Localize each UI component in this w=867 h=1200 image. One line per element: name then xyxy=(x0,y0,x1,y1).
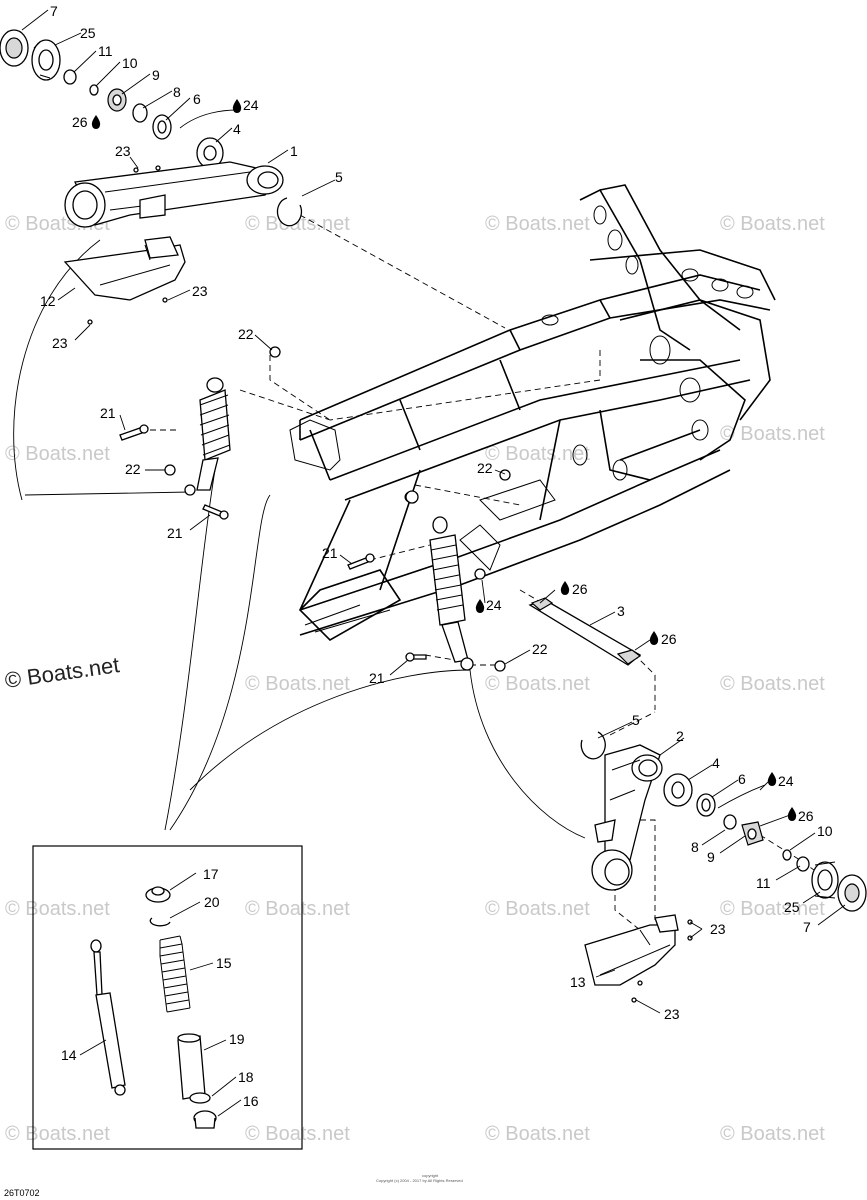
drop-icon xyxy=(91,115,101,129)
callout-10: 10 xyxy=(122,55,138,71)
lubricant-drop-icons xyxy=(91,99,797,821)
callout-11: 11 xyxy=(98,43,113,59)
watermark: © Boats.net xyxy=(245,898,350,920)
watermark: © Boats.net xyxy=(485,0,590,5)
callout-21: 21 xyxy=(100,405,116,421)
callout-22: 22 xyxy=(532,641,548,657)
callout-20: 20 xyxy=(204,894,220,910)
drop-icon xyxy=(475,599,485,613)
drop-icon xyxy=(560,581,570,595)
callout-22: 22 xyxy=(238,326,254,342)
footer-copyright: Copyright (c) 2004 - 2017 by All Rights … xyxy=(376,1178,463,1183)
callout-25: 25 xyxy=(784,899,800,915)
watermark: © Boats.net xyxy=(5,443,110,465)
watermarks: © Boats.net © Boats.net © Boats.net © Bo… xyxy=(3,0,825,1145)
callout-13: 13 xyxy=(570,974,586,990)
callout-14: 14 xyxy=(61,1047,77,1063)
watermark: © Boats.net xyxy=(245,673,350,695)
watermark: © Boats.net xyxy=(485,1123,590,1145)
callout-labels: 7 25 11 10 9 8 6 24 26 4 1 23 5 12 23 23… xyxy=(40,3,833,1109)
watermark: © Boats.net xyxy=(485,443,590,465)
watermark: © Boats.net xyxy=(485,898,590,920)
watermark: © Boats.net xyxy=(245,0,350,5)
drop-icon xyxy=(649,631,659,645)
watermark: © Boats.net xyxy=(485,673,590,695)
callout-23: 23 xyxy=(192,283,208,299)
callout-6: 6 xyxy=(738,771,746,787)
callout-22: 22 xyxy=(125,461,141,477)
callout-8: 8 xyxy=(173,84,181,100)
vehicle-frame xyxy=(289,184,776,641)
drop-icon xyxy=(767,772,777,786)
callout-4: 4 xyxy=(712,755,720,771)
footer: 26T0702 copyright Copyright (c) 2004 - 2… xyxy=(4,1173,463,1198)
callout-leaders xyxy=(21,9,846,1117)
callout-24: 24 xyxy=(486,597,502,613)
callout-16: 16 xyxy=(243,1093,259,1109)
left-swing-arm-assembly xyxy=(0,29,303,325)
callout-11: 11 xyxy=(756,875,771,891)
watermark: © Boats.net xyxy=(720,213,825,235)
callout-7: 7 xyxy=(803,919,811,935)
watermark: © Boats.net xyxy=(720,898,825,920)
shock-detail-inset xyxy=(32,845,303,1150)
pivot-shaft xyxy=(528,597,642,666)
callout-7: 7 xyxy=(50,3,58,19)
callout-3: 3 xyxy=(617,603,625,619)
callout-26: 26 xyxy=(572,581,588,597)
callout-26: 26 xyxy=(72,114,88,130)
callout-9: 9 xyxy=(707,849,715,865)
callout-23: 23 xyxy=(710,921,726,937)
callout-21: 21 xyxy=(322,545,338,561)
assembly-lines xyxy=(13,214,836,931)
watermark: © Boats.net xyxy=(720,423,825,445)
callout-18: 18 xyxy=(238,1069,254,1085)
callout-17: 17 xyxy=(203,866,219,882)
drop-icon xyxy=(787,807,797,821)
callout-9: 9 xyxy=(152,67,160,83)
callout-26: 26 xyxy=(661,631,677,647)
callout-19: 19 xyxy=(229,1031,245,1047)
callout-21: 21 xyxy=(167,525,183,541)
callout-8: 8 xyxy=(691,839,699,855)
callout-24: 24 xyxy=(778,773,794,789)
watermark-main: © Boats.net xyxy=(3,652,121,693)
callout-23: 23 xyxy=(52,335,68,351)
watermark: © Boats.net xyxy=(5,898,110,920)
watermark: © Boats.net xyxy=(485,213,590,235)
shock-absorbers xyxy=(119,346,511,672)
callout-24: 24 xyxy=(243,97,259,113)
callout-5: 5 xyxy=(632,712,640,728)
footer-note: copyright xyxy=(422,1173,439,1178)
watermark: © Boats.net xyxy=(720,673,825,695)
callout-1: 1 xyxy=(290,143,298,159)
callout-5: 5 xyxy=(335,169,343,185)
callout-2: 2 xyxy=(676,728,684,744)
watermark: © Boats.net xyxy=(245,213,350,235)
callout-4: 4 xyxy=(233,121,241,137)
callout-26: 26 xyxy=(798,808,814,824)
right-swing-arm-assembly xyxy=(580,731,867,1003)
callout-21: 21 xyxy=(369,670,385,686)
watermark: © Boats.net xyxy=(720,1123,825,1145)
callout-25: 25 xyxy=(80,25,96,41)
watermark: © Boats.net xyxy=(5,1123,110,1145)
callout-6: 6 xyxy=(193,91,201,107)
watermark: © Boats.net xyxy=(245,1123,350,1145)
callout-23: 23 xyxy=(664,1006,680,1022)
callout-10: 10 xyxy=(817,823,833,839)
diagram-code: 26T0702 xyxy=(4,1188,40,1198)
callout-15: 15 xyxy=(216,955,232,971)
callout-22: 22 xyxy=(477,460,493,476)
callout-12: 12 xyxy=(40,293,56,309)
callout-23: 23 xyxy=(115,143,131,159)
drop-icon xyxy=(232,99,242,113)
